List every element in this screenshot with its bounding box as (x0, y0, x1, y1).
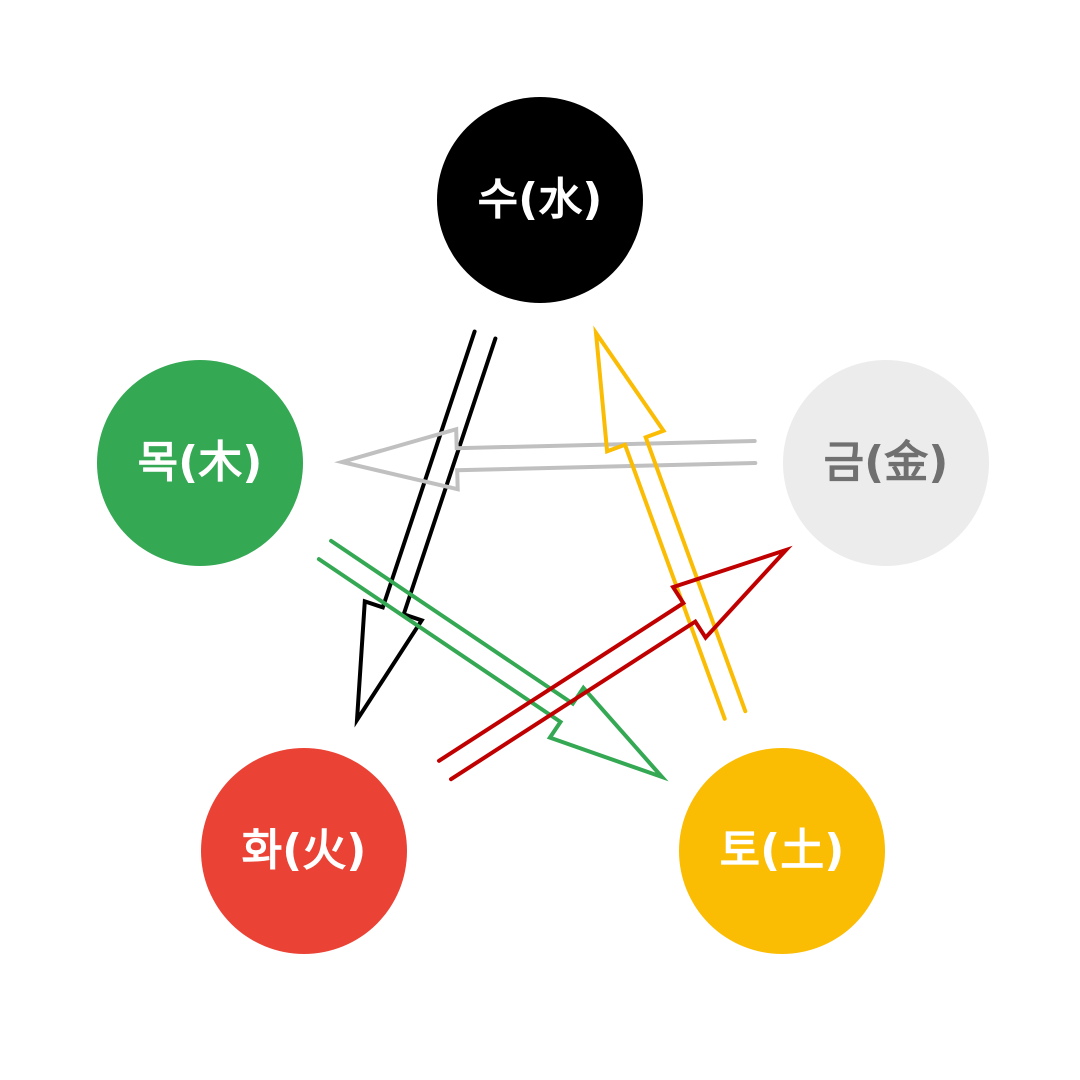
node-metal: 금(金) (783, 360, 989, 566)
node-fire-label: 화(火) (242, 825, 367, 876)
node-fire: 화(火) (201, 748, 407, 954)
arrow-earth-to-water (593, 325, 748, 721)
node-water-label: 수(水) (478, 174, 603, 225)
node-fire-circle (201, 748, 407, 954)
arrow-metal-to-wood (334, 426, 758, 492)
node-earth-label: 토(土) (720, 825, 845, 876)
node-water-circle (437, 97, 643, 303)
node-water: 수(水) (437, 97, 643, 303)
node-earth-circle (679, 748, 885, 954)
node-wood-circle (97, 360, 303, 566)
node-metal-circle (783, 360, 989, 566)
node-earth: 토(土) (679, 748, 885, 954)
node-wood: 목(木) (97, 360, 303, 566)
nodes-layer: 수(水) 목(木) 금(金) 화(火) 토(土) (97, 97, 989, 954)
arrow-wood-to-earth (316, 538, 669, 782)
arrow-fire-to-metal (437, 545, 793, 782)
node-metal-label: 금(金) (824, 437, 949, 488)
node-wood-label: 목(木) (138, 437, 263, 488)
arrows-layer (316, 325, 793, 782)
